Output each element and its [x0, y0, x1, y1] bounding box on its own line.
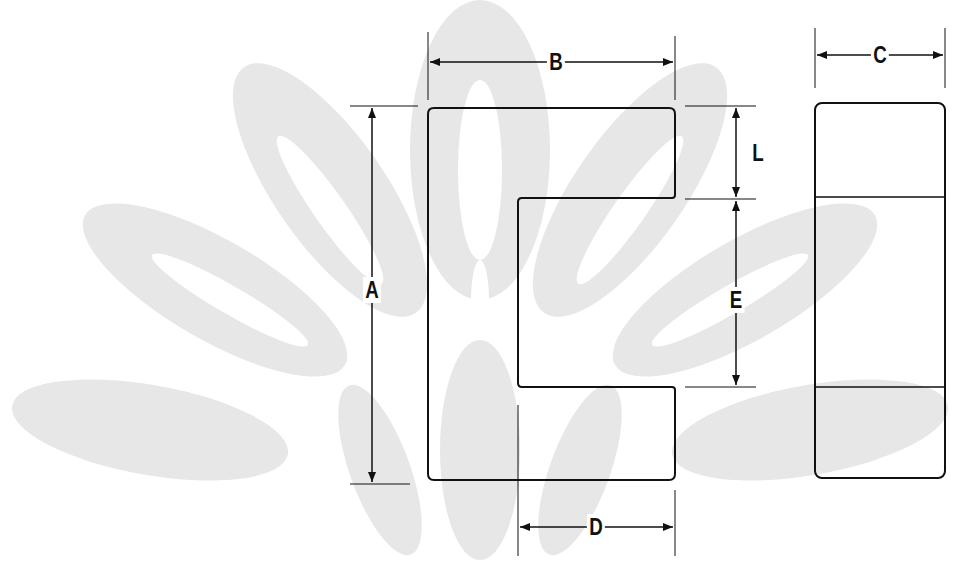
dimension-letter: E — [727, 287, 744, 313]
extension-lines — [350, 28, 945, 556]
dimension-lines — [372, 55, 943, 527]
dimension-letter: A — [363, 277, 381, 303]
watermark — [4, 0, 955, 565]
dimension-letter: L — [750, 140, 766, 166]
core-front-view — [428, 108, 675, 480]
dimension-letter: B — [547, 49, 565, 75]
core-side-view — [815, 103, 945, 478]
dimension-letter: C — [871, 42, 889, 68]
dimension-letter: D — [587, 514, 605, 540]
